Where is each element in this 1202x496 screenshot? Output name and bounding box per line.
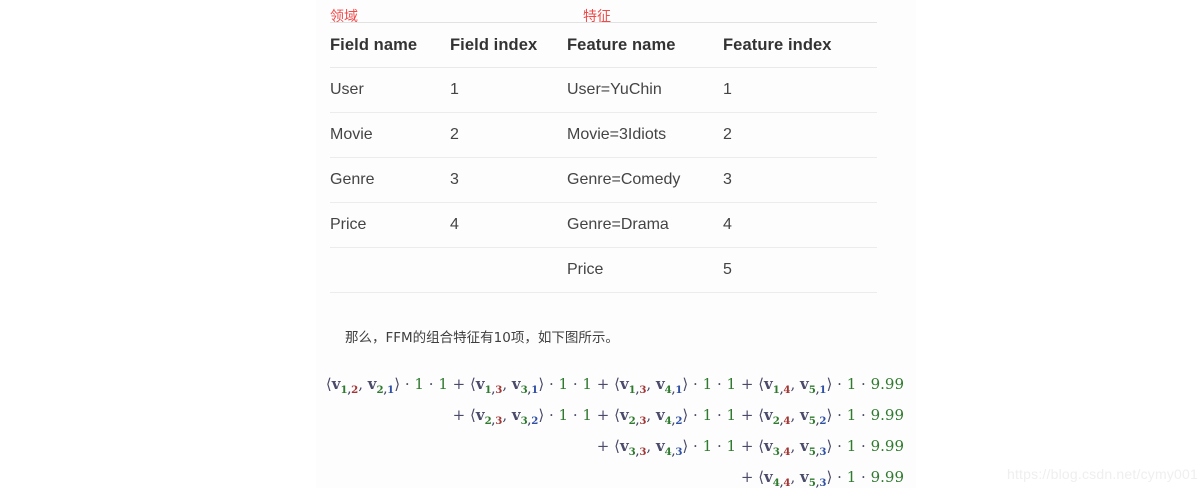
- cell-feature-name: Genre=Drama: [567, 202, 723, 248]
- cell-feature-name: User=YuChin: [567, 67, 723, 113]
- cell-field-index: 1: [450, 67, 567, 113]
- cell-field-name: Movie: [330, 112, 450, 158]
- cell-feature-index: 2: [723, 112, 877, 158]
- cell-field-name: [330, 247, 450, 293]
- cell-feature-name: Price: [567, 247, 723, 293]
- article-content-area: 领域 特征 Field name Field index Feature nam…: [316, 0, 916, 489]
- cell-feature-name: Genre=Comedy: [567, 157, 723, 203]
- table-row: Price 4 Genre=Drama 4: [330, 202, 877, 248]
- column-header-feature-name: Feature name: [567, 22, 723, 68]
- watermark: https://blog.csdn.net/cymy001: [1006, 466, 1198, 482]
- annotation-field-label: 领域: [330, 9, 358, 25]
- annotation-feature-label: 特征: [583, 9, 611, 25]
- ffm-table-wrapper: Field name Field index Feature name Feat…: [330, 22, 877, 293]
- cell-feature-index: 1: [723, 67, 877, 113]
- table-row: Genre 3 Genre=Comedy 3: [330, 157, 877, 203]
- table-row: Movie 2 Movie=3Idiots 2: [330, 112, 877, 158]
- formula-line: + ⟨v2,3, v3,2⟩ · 1 · 1 + ⟨v2,3, v4,2⟩ · …: [452, 406, 904, 427]
- cell-field-index: 2: [450, 112, 567, 158]
- note-text: 那么，FFM的组合特征有10项，如下图所示。: [345, 330, 619, 346]
- cell-feature-name: Movie=3Idiots: [567, 112, 723, 158]
- formula-line: + ⟨v4,4, v5,3⟩ · 1 · 9.99: [740, 468, 904, 489]
- table-row: User 1 User=YuChin 1: [330, 67, 877, 113]
- cell-feature-index: 3: [723, 157, 877, 203]
- column-header-field-name: Field name: [330, 22, 450, 68]
- cell-feature-index: 4: [723, 202, 877, 248]
- column-header-field-index: Field index: [450, 22, 567, 68]
- formula-block: ⟨v1,2, v2,1⟩ · 1 · 1 + ⟨v1,3, v3,1⟩ · 1 …: [316, 372, 916, 496]
- cell-field-name: Genre: [330, 157, 450, 203]
- cell-field-name: Price: [330, 202, 450, 248]
- table-header: Field name Field index Feature name Feat…: [330, 22, 877, 68]
- ffm-field-feature-table: Field name Field index Feature name Feat…: [330, 22, 877, 293]
- table-row: Price 5: [330, 247, 877, 293]
- cell-field-index: 4: [450, 202, 567, 248]
- cell-field-index: [450, 247, 567, 293]
- cell-field-name: User: [330, 67, 450, 113]
- cell-feature-index: 5: [723, 247, 877, 293]
- table-body: User 1 User=YuChin 1 Movie 2 Movie=3Idio…: [330, 67, 877, 293]
- formula-line: + ⟨v3,3, v4,3⟩ · 1 · 1 + ⟨v3,4, v5,3⟩ · …: [596, 437, 904, 458]
- table-header-row: Field name Field index Feature name Feat…: [330, 22, 877, 68]
- column-header-feature-index: Feature index: [723, 22, 877, 68]
- formula-line: ⟨v1,2, v2,1⟩ · 1 · 1 + ⟨v1,3, v3,1⟩ · 1 …: [325, 375, 904, 396]
- cell-field-index: 3: [450, 157, 567, 203]
